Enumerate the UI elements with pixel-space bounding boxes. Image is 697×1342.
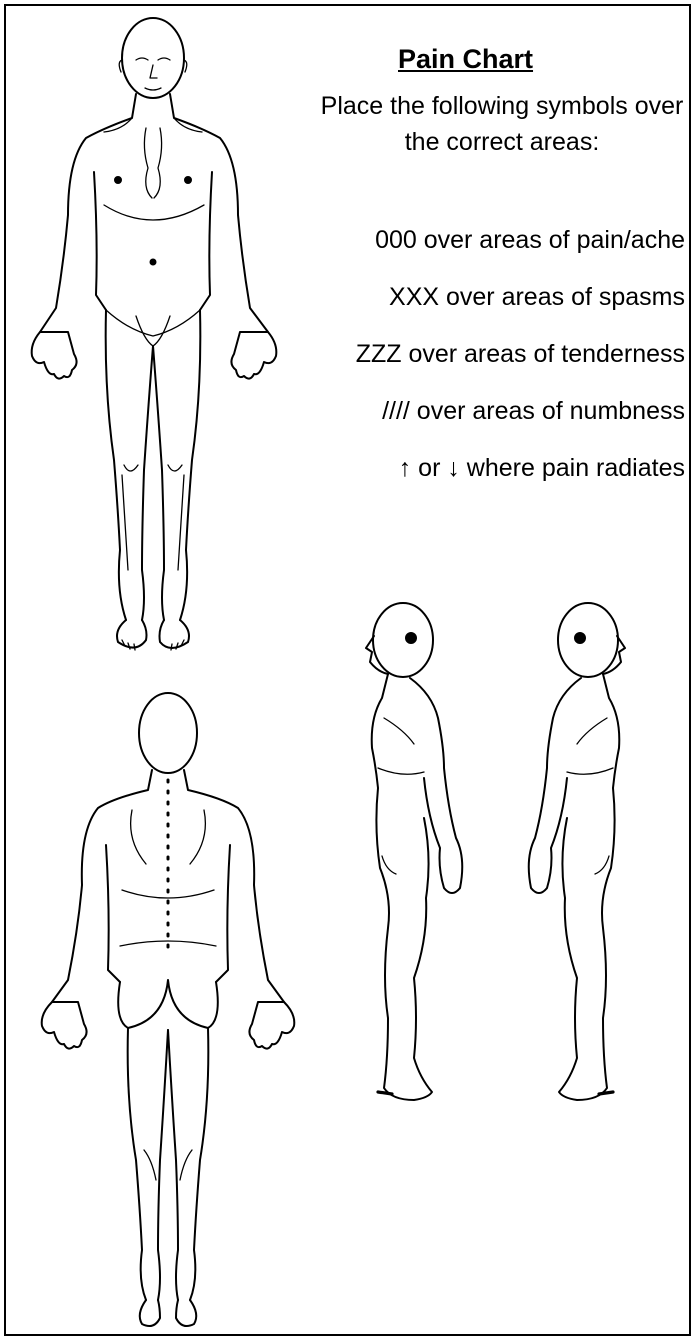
instruction-radiating: ↑ or ↓ where pain radiates [399, 454, 685, 483]
body-right-side-view [348, 598, 488, 1108]
body-left-side-view [508, 598, 648, 1108]
intro-text: Place the following symbols over the cor… [316, 88, 688, 160]
instruction-tenderness: ZZZ over areas of tenderness [356, 340, 685, 369]
body-front-view [18, 10, 308, 660]
instruction-numbness: //// over areas of numbness [382, 397, 685, 426]
body-back-view [18, 680, 318, 1330]
instruction-pain: 000 over areas of pain/ache [375, 226, 685, 255]
page-title: Pain Chart [398, 44, 533, 75]
instruction-spasms: XXX over areas of spasms [389, 283, 685, 312]
